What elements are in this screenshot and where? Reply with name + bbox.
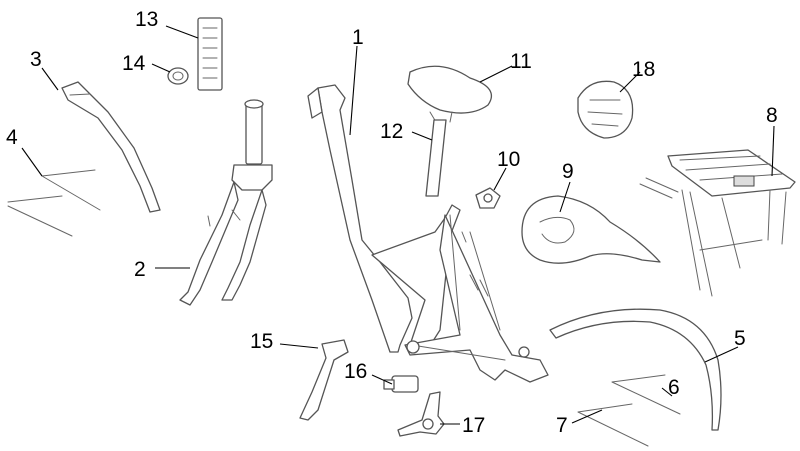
part-seat-clamp — [475, 187, 501, 209]
callout-2: 2 — [134, 258, 146, 281]
callout-18: 18 — [632, 58, 655, 81]
callout-17: 17 — [462, 414, 485, 437]
part-seatpost — [425, 119, 447, 197]
part-front-mudguard — [61, 81, 161, 213]
part-crank — [397, 391, 445, 437]
callout-5: 5 — [734, 327, 746, 350]
callout-6: 6 — [668, 376, 680, 399]
part-frame — [307, 84, 549, 383]
callout-13: 13 — [135, 8, 158, 31]
callout-15: 15 — [250, 330, 273, 353]
callout-9: 9 — [562, 160, 574, 183]
callout-12: 12 — [380, 120, 403, 143]
callout-10: 10 — [497, 148, 520, 171]
leader-lines — [21, 25, 775, 425]
part-hardware-set — [197, 17, 223, 91]
callout-3: 3 — [30, 48, 42, 71]
part-rear-mudguard — [549, 308, 722, 431]
callout-14: 14 — [122, 52, 146, 75]
callout-16: 16 — [344, 360, 367, 383]
part-bottom-bracket — [383, 375, 419, 393]
callout-11: 11 — [510, 50, 532, 73]
part-rear-rack — [639, 149, 796, 297]
part-stays-front — [7, 169, 101, 237]
callout-labels: 1 2 3 4 5 6 7 8 9 10 11 12 13 14 15 16 1… — [6, 8, 778, 437]
part-headset-cup — [167, 67, 189, 85]
part-chain-guard — [521, 195, 661, 264]
callout-1: 1 — [352, 26, 364, 49]
part-stays-rear — [577, 374, 681, 447]
callout-8: 8 — [766, 104, 778, 127]
part-kickstand — [299, 339, 349, 421]
part-frame-lock — [577, 80, 634, 139]
callout-7: 7 — [556, 414, 568, 437]
callout-4: 4 — [6, 126, 18, 149]
part-fork — [179, 99, 273, 306]
part-saddle — [407, 65, 493, 123]
